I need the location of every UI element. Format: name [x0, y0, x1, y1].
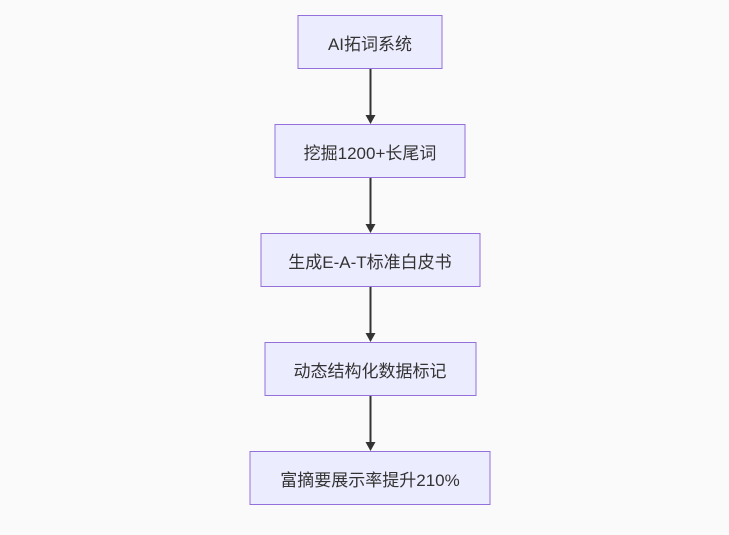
arrow-line — [369, 178, 371, 225]
flow-arrow-4 — [365, 396, 375, 451]
arrow-down-icon — [365, 442, 375, 451]
flowchart: AI拓词系统 挖掘1200+长尾词 生成E-A-T标准白皮书 动态结构化数据标记 — [249, 15, 491, 505]
arrow-down-icon — [365, 224, 375, 233]
flow-arrow-2 — [365, 178, 375, 233]
arrow-line — [369, 396, 371, 443]
flow-node-eat-whitepaper: 生成E-A-T标准白皮书 — [260, 233, 480, 287]
flow-node-label: 富摘要展示率提升210% — [280, 470, 460, 490]
arrow-line — [369, 287, 371, 334]
arrow-line — [369, 69, 371, 116]
flow-node-label: 挖掘1200+长尾词 — [303, 143, 437, 163]
flow-arrow-1 — [365, 69, 375, 124]
arrow-down-icon — [365, 333, 375, 342]
flow-node-label: AI拓词系统 — [327, 34, 413, 54]
flow-arrow-3 — [365, 287, 375, 342]
flow-node-ai-word-system: AI拓词系统 — [297, 15, 443, 69]
arrow-down-icon — [365, 115, 375, 124]
flow-node-label: 生成E-A-T标准白皮书 — [288, 252, 452, 272]
flow-node-label: 动态结构化数据标记 — [293, 361, 447, 381]
flow-node-rich-snippet-result: 富摘要展示率提升210% — [249, 451, 491, 505]
flow-node-structured-data: 动态结构化数据标记 — [264, 342, 476, 396]
flow-node-longtail-mining: 挖掘1200+长尾词 — [274, 124, 466, 178]
